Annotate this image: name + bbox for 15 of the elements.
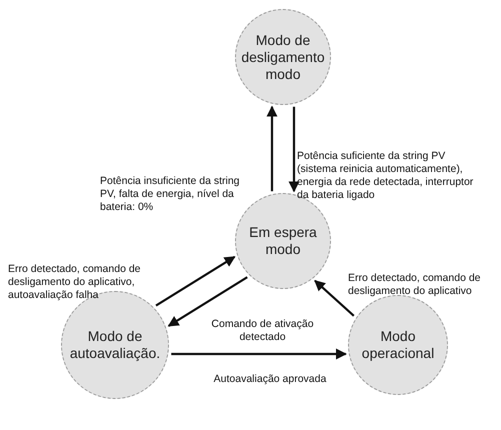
arrow (168, 276, 248, 327)
state-label: Modo de autoavaliação. (68, 328, 162, 362)
edge-label: Potência insuficiente da string PV, falta de energia, nível da bateria: 0% (100, 175, 240, 214)
edge-label: Autoavaliação aprovada (212, 373, 328, 386)
arrow (288, 106, 300, 192)
arrow (266, 106, 278, 192)
edge-label: Potência suficiente da string PV (sistema reinicia automaticamente), energia da rede detectada, interruptor da bateria ligado (297, 150, 474, 202)
edge-label: Erro detectado, comando de desligamento do aplicativo (348, 272, 482, 298)
edge-label: Erro detectado, comando de desligamento do aplicativo, autoavaliação falha (8, 263, 142, 302)
state-label: Modo operacional (360, 328, 436, 362)
edge-label: Comando de ativação detectado (210, 318, 315, 344)
state-label: Modo de desligamento modo (240, 32, 326, 82)
arrow (155, 256, 236, 306)
state-label: Em espera modo (248, 224, 318, 258)
arrow (171, 348, 347, 360)
